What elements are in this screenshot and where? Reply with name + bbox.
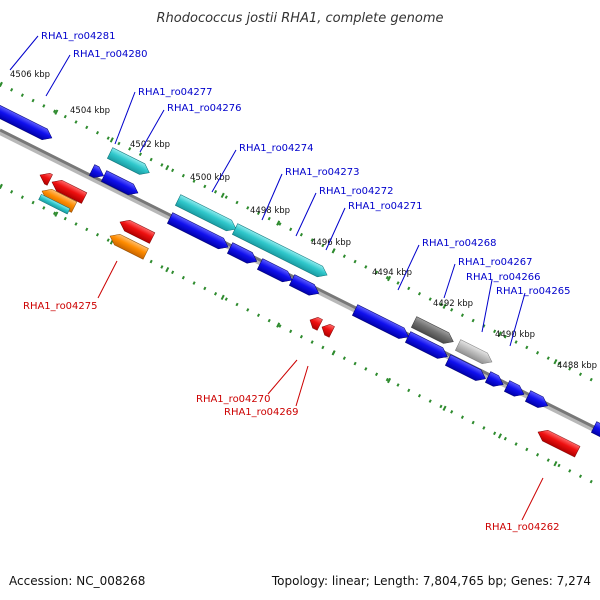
gene-arrow-highlight[interactable] bbox=[106, 147, 152, 178]
scale-label: 4488 kbp bbox=[557, 361, 597, 371]
scale-labels: 4506 kbp 4504 kbp 4502 kbp 4500 kbp 4498… bbox=[10, 70, 597, 371]
gene-label[interactable]: RHA1_ro04276 bbox=[167, 103, 242, 114]
reverse-tick-track bbox=[0, 183, 600, 489]
gene-arrow[interactable] bbox=[503, 380, 526, 400]
gene-arrow[interactable] bbox=[484, 371, 506, 390]
gene-arrow[interactable] bbox=[117, 217, 156, 244]
gene-label[interactable]: RHA1_ro04262 bbox=[485, 522, 560, 533]
gene-arrow-highlight[interactable] bbox=[231, 223, 329, 281]
scale-label: 4494 kbp bbox=[372, 268, 412, 278]
gene-label[interactable]: RHA1_ro04266 bbox=[466, 272, 541, 283]
gene-label[interactable]: RHA1_ro04273 bbox=[285, 167, 360, 178]
gene-arrow-highlight[interactable] bbox=[174, 194, 239, 235]
gene-arrow[interactable] bbox=[319, 322, 335, 338]
gene-label[interactable]: RHA1_ro04268 bbox=[422, 238, 497, 249]
gene-label[interactable]: RHA1_ro04281 bbox=[41, 31, 116, 42]
reverse-genes bbox=[37, 170, 581, 458]
scale-label: 4500 kbp bbox=[190, 173, 230, 183]
forward-leader-lines bbox=[9, 35, 526, 347]
scale-label: 4502 kbp bbox=[130, 140, 170, 150]
gene-arrow[interactable] bbox=[444, 354, 488, 385]
scale-label: 4498 kbp bbox=[250, 206, 290, 216]
gene-label[interactable]: RHA1_ro04274 bbox=[239, 143, 314, 154]
scale-label: 4496 kbp bbox=[311, 238, 351, 248]
gene-arrow[interactable] bbox=[0, 104, 55, 143]
gene-arrow[interactable] bbox=[256, 258, 295, 286]
map-title: Rhodococcus jostii RHA1, complete genome bbox=[157, 11, 444, 26]
gene-arrow[interactable] bbox=[100, 170, 140, 199]
forward-genes bbox=[0, 104, 600, 445]
gene-label[interactable]: RHA1_ro04275 bbox=[23, 301, 98, 312]
gene-label[interactable]: RHA1_ro04277 bbox=[138, 87, 213, 98]
gene-label[interactable]: RHA1_ro04271 bbox=[348, 201, 423, 212]
gene-arrow[interactable] bbox=[351, 304, 411, 343]
gene-label[interactable]: RHA1_ro04280 bbox=[73, 49, 148, 60]
forward-tick-track bbox=[0, 81, 600, 387]
accession-text: Accession: NC_008268 bbox=[9, 574, 145, 588]
gene-arrow[interactable] bbox=[288, 274, 321, 299]
gene-arrow-pseudo[interactable] bbox=[410, 316, 456, 347]
gene-arrow[interactable] bbox=[37, 170, 53, 186]
gene-arrow[interactable] bbox=[38, 193, 71, 215]
gene-arrow[interactable] bbox=[166, 212, 231, 253]
gene-arrow[interactable] bbox=[404, 331, 450, 362]
gene-arrow-pseudo[interactable] bbox=[454, 339, 494, 368]
gene-arrow[interactable] bbox=[535, 427, 581, 458]
gene-arrow[interactable] bbox=[590, 421, 600, 445]
scale-label: 4490 kbp bbox=[495, 330, 535, 340]
reverse-gene-labels: RHA1_ro04275 RHA1_ro04270 RHA1_ro04269 R… bbox=[23, 301, 560, 533]
gene-arrow-highlight[interactable] bbox=[107, 231, 149, 260]
gene-arrow[interactable] bbox=[88, 164, 106, 182]
gene-label[interactable]: RHA1_ro04267 bbox=[458, 257, 533, 268]
scale-label: 4492 kbp bbox=[433, 299, 473, 309]
gene-label[interactable]: RHA1_ro04272 bbox=[319, 186, 394, 197]
genome-stats-text: Topology: linear; Length: 7,804,765 bp; … bbox=[271, 574, 591, 588]
gene-arrow[interactable] bbox=[307, 315, 323, 331]
gene-arrow[interactable] bbox=[226, 242, 259, 267]
gene-arrow[interactable] bbox=[49, 177, 88, 204]
gene-label[interactable]: RHA1_ro04265 bbox=[496, 286, 571, 297]
scale-label: 4504 kbp bbox=[70, 106, 110, 116]
gene-arrow[interactable] bbox=[524, 390, 550, 412]
scale-label: 4506 kbp bbox=[10, 70, 50, 80]
reverse-leader-lines bbox=[97, 260, 544, 521]
forward-gene-labels: RHA1_ro04281 RHA1_ro04280 RHA1_ro04277 R… bbox=[41, 31, 571, 297]
gene-label[interactable]: RHA1_ro04270 bbox=[196, 394, 271, 405]
gene-label[interactable]: RHA1_ro04269 bbox=[224, 407, 299, 418]
